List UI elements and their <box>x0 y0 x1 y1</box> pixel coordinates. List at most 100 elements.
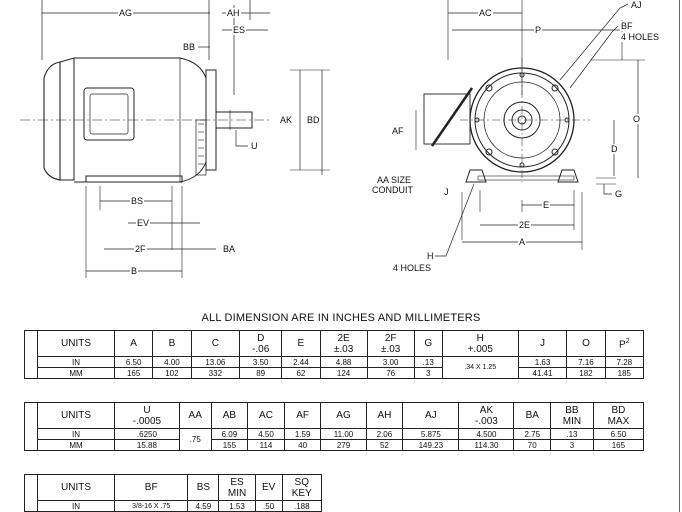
dim-label-2e: 2E <box>518 220 532 230</box>
dim-label-ak: AK <box>279 115 294 125</box>
table-cell: 2.06 <box>365 428 404 440</box>
table-row: MM 15.88 155 114 40 279 52 149.23 114.30… <box>25 439 645 451</box>
dim-label-g: G <box>614 189 624 199</box>
table-cell: .6250 <box>114 428 180 440</box>
dim-label-bb: BB <box>182 42 197 52</box>
table-header-cell: P2 <box>604 330 645 357</box>
table-header-cell: UNITS <box>37 474 115 501</box>
table-header-cell: 2F±.03 <box>366 330 415 357</box>
table-header-cell: AF <box>283 402 322 429</box>
table-cell: MM <box>37 367 115 379</box>
dim-label-aj: AJ <box>630 0 643 10</box>
table-cell: 102 <box>152 367 192 379</box>
table-cell: .34 X 1.25 <box>441 356 519 379</box>
table-header-cell: BF <box>113 474 189 501</box>
dim-label-ev: EV <box>136 218 151 228</box>
table-cell: 3.50 <box>239 356 283 368</box>
table-cell: 11.00 <box>320 428 367 440</box>
dim-label-ba: BA <box>222 244 237 254</box>
table-cell: 155 <box>210 439 249 451</box>
dim-label-aa-size: AA SIZE <box>376 175 413 185</box>
dim-label-ah: AH <box>226 8 241 18</box>
table-cell: 70 <box>513 439 552 451</box>
table-spacer <box>24 402 38 451</box>
table-header-cell: E <box>281 330 321 357</box>
dim-label-bd: BD <box>306 115 321 125</box>
table-header-cell: UNITS <box>37 402 115 429</box>
table-cell: IN <box>37 356 115 368</box>
table-cell: 4.59 <box>187 500 220 512</box>
table-header-cell: BS <box>187 474 220 501</box>
table-row: MM 165 102 332 89 62 124 76 3 41.41 182 … <box>25 367 645 379</box>
dimension-table-2: UNITS U-.0005 AA AB AC AF AG AH AJ AK-.0… <box>24 402 645 451</box>
table-header-cell: D-.06 <box>239 330 283 357</box>
dim-label-u: U <box>250 141 259 151</box>
table-cell: 114.30 <box>458 439 515 451</box>
table-cell: 4.500 <box>458 428 515 440</box>
table-cell: 124 <box>319 367 368 379</box>
table-header-cell: AJ <box>402 402 460 429</box>
table-header-cell: 2E±.03 <box>319 330 368 357</box>
dim-label-ac: AC <box>478 8 493 18</box>
dim-label-e: E <box>542 200 551 210</box>
dim-label-af: AF <box>391 126 405 136</box>
table-header-row: UNITS A B C D-.06 E 2E±.03 2F±.03 G H+.0… <box>24 330 645 379</box>
table-cell: .13 <box>413 356 443 368</box>
table-cell: 7.28 <box>604 356 645 368</box>
table-header-cell: AA <box>178 402 212 429</box>
table-cell: 1.63 <box>517 356 568 368</box>
table-header-cell: A <box>113 330 154 357</box>
table-cell: 4.50 <box>247 428 285 440</box>
table-row: IN 3/8-16 X .75 4.59 1.53 .50 .188 <box>25 500 323 512</box>
table-header-cell: G <box>413 330 443 357</box>
dim-label-bf: BF <box>620 21 634 31</box>
table-cell: 185 <box>604 367 645 379</box>
dimensions-caption: ALL DIMENSION ARE IN INCHES AND MILLIMET… <box>201 312 481 324</box>
dim-label-o: O <box>632 114 642 124</box>
dim-label-a: A <box>518 237 527 247</box>
table-header-cell: J <box>517 330 568 357</box>
dim-label-bf-holes: 4 HOLES <box>620 32 661 42</box>
table-cell: 2.44 <box>281 356 321 368</box>
dim-label-h: H <box>426 251 435 261</box>
table-spacer <box>24 330 38 379</box>
table-cell: 41.41 <box>517 367 568 379</box>
table-cell: IN <box>37 428 115 440</box>
dim-label-conduit: CONDUIT <box>371 185 414 195</box>
table-cell: 332 <box>190 367 241 379</box>
table-header-cell: H+.005 <box>441 330 519 357</box>
table-cell: IN <box>37 500 115 512</box>
table-cell: MM <box>37 439 115 451</box>
dim-label-es: ES <box>232 25 247 35</box>
table-cell: 76 <box>366 367 415 379</box>
table-cell: .50 <box>254 500 283 512</box>
table-cell: 4.00 <box>152 356 192 368</box>
table-header-cell: AB <box>210 402 249 429</box>
table-cell: .75 <box>178 428 212 451</box>
table-cell: 5.875 <box>402 428 460 440</box>
table-header-cell: AK-.003 <box>458 402 515 429</box>
table-header-cell: AC <box>247 402 285 429</box>
table-cell: 89 <box>239 367 283 379</box>
table-cell: 4.88 <box>319 356 368 368</box>
table-header-cell: O <box>566 330 606 357</box>
dim-label-b: B <box>130 266 139 276</box>
table-cell: 3 <box>413 367 443 379</box>
table-cell: 7.16 <box>566 356 606 368</box>
table-cell: 3.00 <box>366 356 415 368</box>
table-cell: 6.50 <box>592 428 645 440</box>
table-cell: 13.06 <box>190 356 241 368</box>
table-header-cell: U-.0005 <box>114 402 180 429</box>
table-cell: .188 <box>281 500 323 512</box>
table-header-cell: EV <box>254 474 283 501</box>
table-cell: .13 <box>550 428 594 440</box>
dim-label-j: J <box>443 187 450 197</box>
table-cell: 52 <box>365 439 404 451</box>
table-cell: 1.59 <box>283 428 322 440</box>
dim-label-p: P <box>534 25 543 35</box>
table-cell: 182 <box>566 367 606 379</box>
